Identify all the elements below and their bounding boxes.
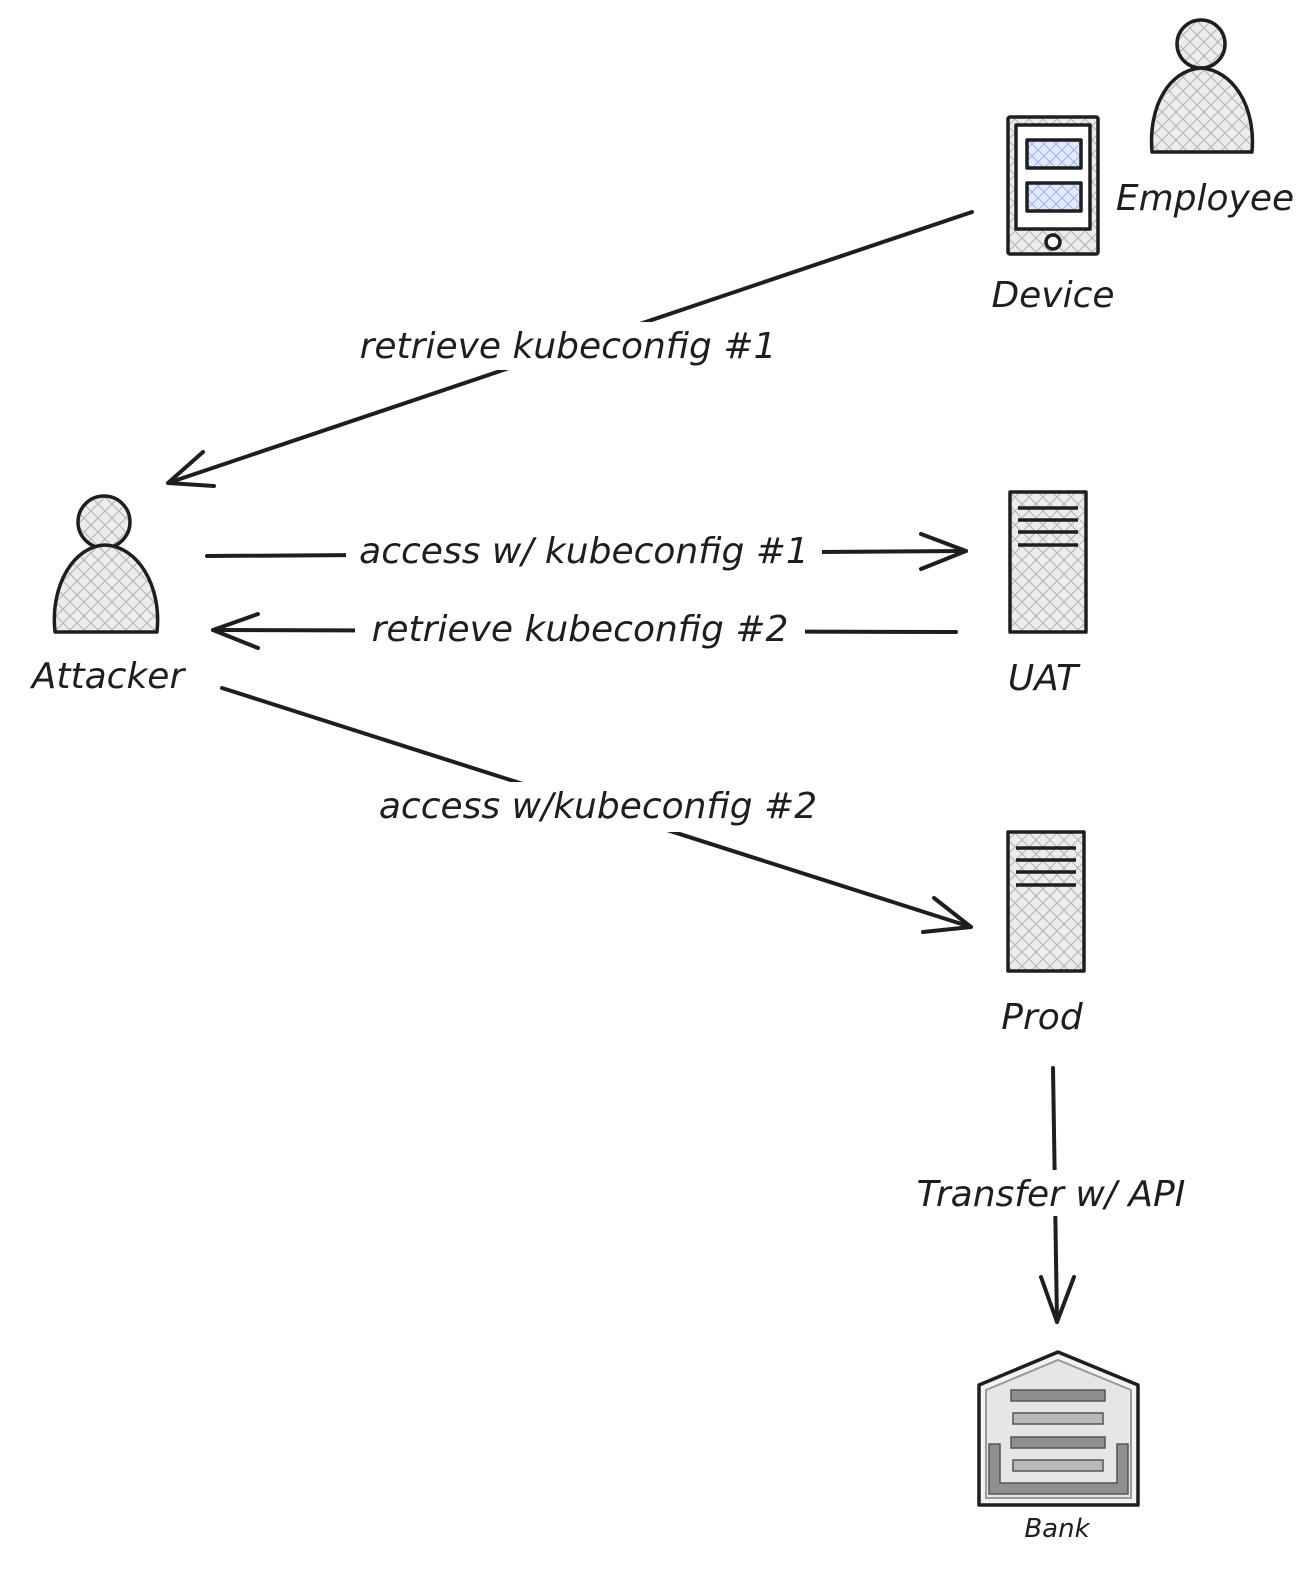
node-label-attacker: Attacker	[30, 656, 187, 697]
arrowhead-device-to-attacker	[166, 450, 216, 488]
edge-attacker-to-prod: access w/kubeconfig #2	[220, 686, 973, 934]
person-icon	[1149, 18, 1255, 154]
node-device: Device	[991, 115, 1115, 316]
node-label-employee: Employee	[1116, 178, 1294, 219]
arrowhead-attacker-to-uat	[919, 532, 968, 571]
server-icon	[1008, 490, 1088, 634]
mobile-device-icon	[1006, 115, 1100, 256]
node-uat: UAT	[1008, 490, 1088, 699]
edge-device-to-attacker: retrieve kubeconfig #1	[166, 210, 974, 488]
label-bg	[346, 528, 822, 576]
node-prod: Prod	[1001, 830, 1086, 1038]
edge-label-retrieve-kubeconfig-1: retrieve kubeconfig #1	[360, 326, 777, 367]
edge-label-transfer-api: Transfer w/ API	[917, 1174, 1186, 1215]
node-label-uat: UAT	[1008, 658, 1081, 699]
edge-uat-to-attacker: retrieve kubeconfig #2	[211, 606, 958, 654]
edge-label-access-kubeconfig-1: access w/ kubeconfig #1	[359, 531, 809, 572]
node-bank: Bank	[977, 1350, 1140, 1544]
node-employee: Employee	[1116, 18, 1294, 219]
server-icon	[1006, 830, 1086, 973]
label-bg	[360, 782, 836, 832]
person-icon	[52, 494, 160, 634]
edge-label-access-kubeconfig-2: access w/kubeconfig #2	[379, 786, 817, 827]
edge-label-retrieve-kubeconfig-2: retrieve kubeconfig #2	[372, 609, 789, 650]
node-label-device: Device	[991, 275, 1114, 316]
node-label-bank: Bank	[1024, 1514, 1090, 1544]
arrowhead-prod-to-bank	[1039, 1275, 1076, 1324]
bank-building-icon	[977, 1350, 1140, 1507]
label-bg	[882, 1170, 1220, 1216]
label-bg	[350, 322, 786, 370]
node-attacker: Attacker	[30, 494, 187, 697]
node-label-prod: Prod	[1001, 997, 1084, 1038]
arrowhead-attacker-to-prod	[921, 896, 973, 934]
edge-attacker-to-uat: access w/ kubeconfig #1	[205, 528, 968, 576]
label-bg	[355, 606, 805, 654]
edge-prod-to-bank: Transfer w/ API	[882, 1066, 1220, 1324]
arrowhead-uat-to-attacker	[211, 612, 260, 650]
